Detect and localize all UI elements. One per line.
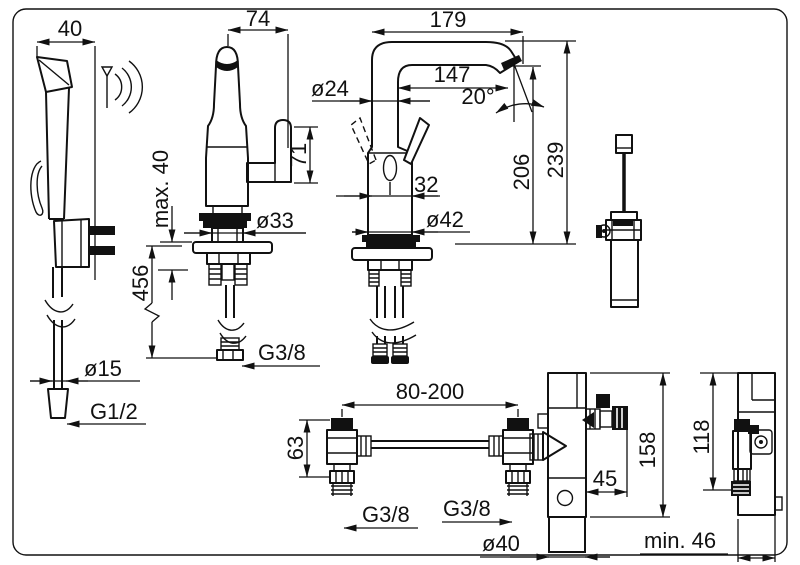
sensor-window [382,154,398,182]
unit-body-side [737,372,776,516]
deck-plate [192,241,273,254]
wall-holder [53,218,90,268]
hose-connector [47,388,69,419]
valve-cap [331,418,353,430]
dim-high-body-width: 32 [414,172,438,197]
supply-hoses [376,286,404,318]
clamp-screw [597,224,611,238]
dim-side-min-depth: min. 46 [644,528,716,553]
mounting-bridge-view: 80-200 63 G3/8 G3/8 [283,379,567,532]
hanger-hook [30,160,44,216]
valve-cap [507,418,529,430]
lever-handle [403,117,430,165]
dim-high-angle: 20° [461,84,494,109]
unit-body-front [547,372,587,518]
low-spout-faucet-view: 74 71 max. 40 456 ø33 G3/8 [128,6,320,370]
dim-hand-shower-width: 40 [58,16,82,41]
faucet-handle [246,119,292,183]
wall-screw [89,246,115,255]
valve-unit-side-view: 118 min. 46 [640,372,783,562]
hand-shower-view: 40 ø15 G1/2 [30,16,146,428]
dim-high-inner-reach: 147 [434,62,471,87]
spout-tip [216,60,238,71]
dim-low-shank-diameter: ø33 [256,208,294,233]
left-valve-body [326,429,358,465]
wall-screw [89,226,115,235]
battery-body [610,239,639,308]
bridge-rod [371,440,489,449]
dim-front-offset: 45 [593,466,617,491]
lever-handle-alt-position [350,116,377,165]
bottom-pipe [548,517,586,553]
deck-plate [351,247,433,261]
dim-hose-diameter: ø15 [84,356,122,381]
battery-unit-view [596,134,642,308]
supply-hose [225,285,235,318]
dim-low-handle-height: 71 [286,143,311,167]
dim-low-hose-length: 456 [128,265,153,302]
dim-low-thread: G3/8 [258,340,306,365]
dim-bridge-height: 63 [283,436,308,460]
shower-hose [52,267,63,298]
faucet-shank [211,227,244,243]
dim-bridge-thread-right: G3/8 [443,496,491,521]
aerator-outlet [501,55,522,70]
dim-side-height: 118 [689,419,714,454]
side-valve [612,406,628,430]
valve-knob [749,429,773,455]
dim-bridge-thread-left: G3/8 [362,502,410,527]
dim-low-max-deck: max. 40 [148,150,173,228]
dim-front-height: 158 [635,432,660,469]
dim-high-outlet-height: 206 [509,154,534,191]
hose-break-mark [369,318,417,344]
dim-low-width: 74 [246,6,270,31]
dim-front-pipe-diameter: ø40 [482,531,520,556]
dim-high-total-height: 239 [543,142,568,179]
dim-bridge-span: 80-200 [396,379,465,404]
valve-unit-front-view: 45 158 ø40 [480,372,670,561]
right-valve-body [502,429,534,465]
cable-connector [615,134,633,154]
dim-hose-thread: G1/2 [90,399,138,424]
hose-break-mark [217,319,247,344]
hose-break-mark [44,299,76,328]
wireless-signal-icon [100,60,143,114]
dim-high-reach: 179 [430,7,467,32]
outlet-cone [542,431,567,461]
side-valve-body [732,430,752,470]
hose-nut [216,349,244,361]
drawing-border [12,8,788,556]
dim-high-spout-diameter: ø24 [311,76,349,101]
high-spout-faucet-view: 179 147 20° ø24 32 ø42 206 239 [311,7,576,364]
mounting-hole [556,489,574,507]
dim-high-base-diameter: ø42 [426,207,464,232]
